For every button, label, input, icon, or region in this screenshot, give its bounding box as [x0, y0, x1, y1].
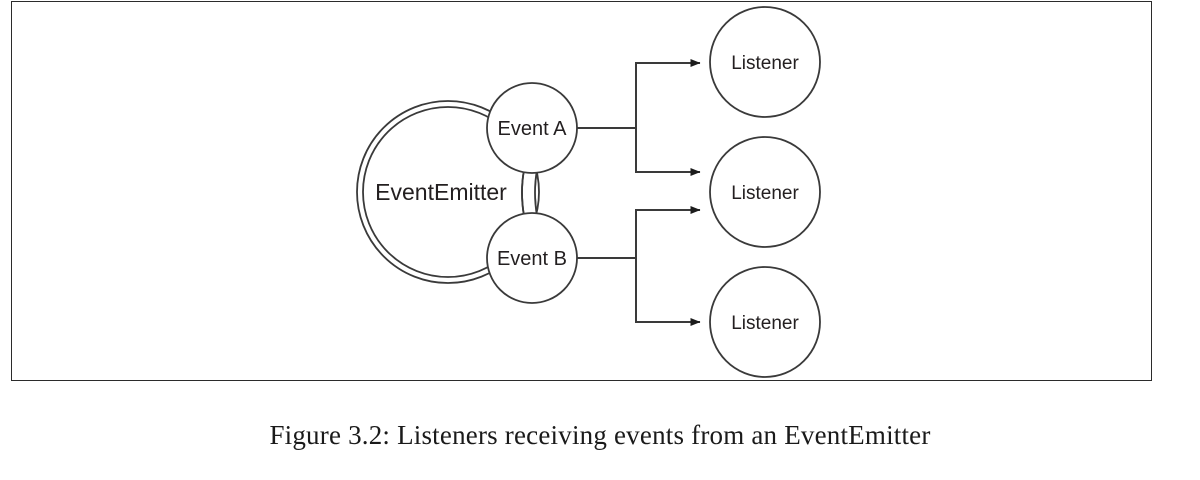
event-emitter-label: EventEmitter [375, 179, 507, 205]
edge-a-to-listener-2 [635, 128, 701, 176]
emitter-connector-right-line-top [534, 169, 538, 217]
listener-3-node: Listener [709, 266, 821, 378]
figure-caption: Figure 3.2: Listeners receiving events f… [269, 420, 931, 450]
listener-2-circle [709, 136, 821, 248]
listener-1-circle [709, 6, 821, 118]
figure-frame [11, 1, 1152, 381]
emitter-connector [521, 169, 538, 217]
listener-2-node: Listener [709, 136, 821, 248]
event-a-node: Event A [486, 82, 578, 174]
event-b-circle [486, 212, 578, 304]
edge-a-to-listener-1 [635, 59, 701, 128]
edge-group-event-a [577, 59, 701, 176]
edge-group-event-b [577, 206, 701, 326]
event-a-circle [486, 82, 578, 174]
listener-1-label: Listener [731, 53, 799, 74]
listener-3-label: Listener [731, 313, 799, 334]
edge-b-to-listener-3 [635, 258, 701, 326]
edge-b-to-listener-2 [635, 206, 701, 258]
listener-3-circle [709, 266, 821, 378]
listener-1-node: Listener [709, 6, 821, 118]
event-b-node: Event B [486, 212, 578, 304]
emitter-connector-left-line-top [521, 169, 525, 217]
listener-2-label: Listener [731, 183, 799, 204]
event-emitter-diagram: EventEmitter Event A Event B Listener [356, 6, 821, 378]
event-b-label: Event B [497, 248, 567, 270]
emitter-connector-mask [525, 172, 536, 214]
event-a-label: Event A [498, 118, 568, 140]
